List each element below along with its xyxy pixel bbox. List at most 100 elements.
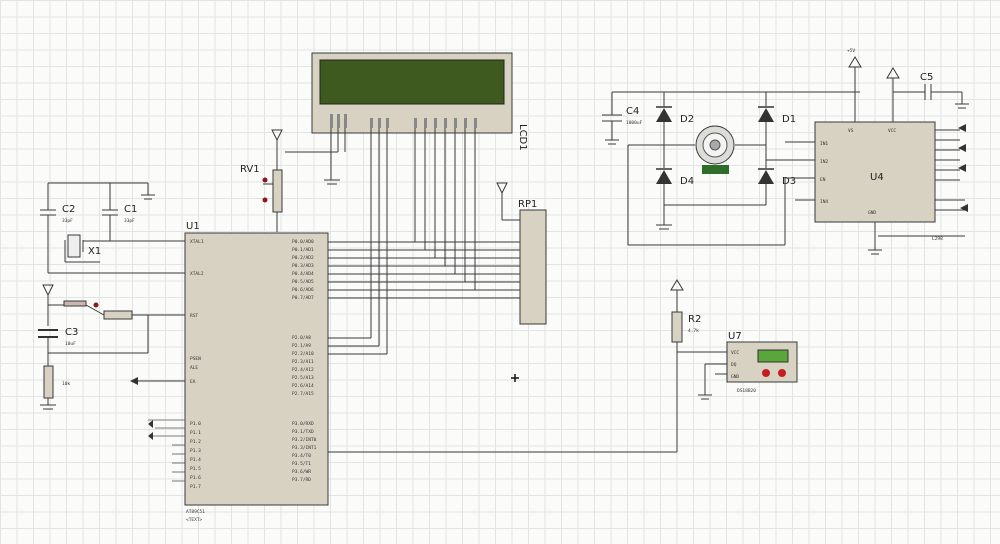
svg-text:P1.6: P1.6	[190, 475, 201, 481]
rv1-label: RV1	[240, 164, 260, 175]
svg-text:10uF: 10uF	[65, 341, 76, 347]
svg-text:P2.7/A15: P2.7/A15	[292, 391, 314, 397]
svg-text:EA: EA	[190, 379, 196, 385]
svg-text:P0.2/AD2: P0.2/AD2	[292, 255, 314, 261]
svg-text:XTAL2: XTAL2	[190, 271, 204, 277]
d1-diode	[758, 108, 774, 122]
power-terminal-icon	[271, 129, 283, 142]
svg-text:DS18B20: DS18B20	[737, 388, 756, 394]
u1-label: U1	[186, 221, 200, 232]
svg-text:VCC: VCC	[731, 350, 739, 356]
d2-label: D2	[680, 114, 694, 125]
svg-text:P0.0/AD0: P0.0/AD0	[292, 239, 314, 245]
power-terminal-icon	[42, 284, 54, 297]
rp1-body	[519, 209, 547, 325]
d4-label: D4	[680, 176, 694, 187]
svg-text:GND: GND	[868, 210, 876, 216]
u7-led-1	[762, 369, 770, 377]
r2-body	[671, 311, 683, 343]
svg-text:P3.3/INT1: P3.3/INT1	[292, 445, 317, 451]
r2-label: R2	[688, 314, 701, 325]
svg-text:P1.4: P1.4	[190, 457, 201, 463]
u4-chip[interactable]: U4 VS VCC IN1 IN2 EN IN4 GND L298	[814, 121, 943, 242]
lcd-pins	[330, 114, 477, 128]
svg-text:IN1: IN1	[820, 141, 828, 147]
svg-text:P0.6/AD6: P0.6/AD6	[292, 287, 314, 293]
svg-text:P1.2: P1.2	[190, 439, 201, 445]
u7-display	[757, 349, 789, 363]
svg-text:P0.3/AD3: P0.3/AD3	[292, 263, 314, 269]
svg-text:P2.3/A11: P2.3/A11	[292, 359, 314, 365]
svg-text:P1.0: P1.0	[190, 421, 201, 427]
u1-left-pins	[148, 419, 185, 482]
c4-label: C4	[626, 106, 639, 117]
svg-text:P3.1/TXD: P3.1/TXD	[292, 429, 314, 435]
u7-label: U7	[728, 331, 742, 342]
svg-text:33pF: 33pF	[62, 218, 73, 224]
svg-text:ALE: ALE	[190, 365, 198, 371]
svg-text:+5V: +5V	[847, 48, 855, 54]
u4-label: U4	[870, 172, 884, 183]
power-terminal-icon	[848, 56, 862, 68]
svg-text:P3.5/T1: P3.5/T1	[292, 461, 311, 467]
d3-diode	[758, 170, 774, 184]
svg-text:P3.0/RXD: P3.0/RXD	[292, 421, 314, 427]
bridge-rectifier[interactable]: C4 1000uF D2 D4 D1 D3	[602, 91, 860, 246]
svg-text:P3.6/WR: P3.6/WR	[292, 469, 311, 475]
rp1-label: RP1	[518, 199, 537, 210]
svg-text:P3.7/RD: P3.7/RD	[292, 477, 311, 483]
svg-text:P3.2/INT0: P3.2/INT0	[292, 437, 317, 443]
x1-label: X1	[88, 246, 101, 257]
port3-signal	[328, 342, 678, 453]
u4-power: +5V C5	[847, 48, 969, 255]
reset-circuit[interactable]: C3 10uF 10k	[38, 284, 185, 410]
svg-text:EN: EN	[820, 177, 826, 183]
c5-label: C5	[920, 72, 933, 83]
u4-body	[814, 121, 936, 223]
rv1-potentiometer[interactable]: RV1	[240, 129, 283, 232]
power-terminal-icon	[496, 182, 508, 195]
svg-text:DQ: DQ	[731, 362, 737, 368]
svg-text:1000uF: 1000uF	[626, 120, 643, 126]
r2-resistor[interactable]: R2 4.7k	[670, 279, 701, 343]
port2-control	[328, 337, 387, 355]
svg-text:VS: VS	[848, 128, 854, 134]
d2-diode	[656, 108, 672, 122]
c2-label: C2	[62, 204, 75, 215]
svg-text:10k: 10k	[62, 381, 70, 387]
crystal-oscillator[interactable]: C2 C1 33pF 33pF X1	[40, 182, 185, 274]
svg-text:P2.2/A10: P2.2/A10	[292, 351, 314, 357]
d1-label: D1	[782, 114, 796, 125]
svg-text:P1.1: P1.1	[190, 430, 201, 436]
pulldown-resistor	[43, 365, 54, 399]
x1-crystal	[67, 234, 81, 258]
svg-text:P1.7: P1.7	[190, 484, 201, 490]
svg-text:4.7k: 4.7k	[688, 328, 699, 334]
u1-microcontroller[interactable]: U1 XTAL1 XTAL2 RST PSEN ALE EA P1.0 P1.1…	[184, 221, 329, 523]
lcd-module[interactable]: LCD1	[311, 52, 528, 151]
svg-text:GND: GND	[731, 374, 739, 380]
ea-arrow	[130, 377, 185, 385]
svg-text:P2.5/A13: P2.5/A13	[292, 375, 314, 381]
c1-label: C1	[124, 204, 137, 215]
svg-text:P0.4/AD4: P0.4/AD4	[292, 271, 314, 277]
svg-text:P2.4/A12: P2.4/A12	[292, 367, 314, 373]
motor[interactable]	[695, 125, 735, 174]
svg-text:P1.5: P1.5	[190, 466, 201, 472]
u7-led-2	[778, 369, 786, 377]
u7-module[interactable]: VCC DQ GND U7 DS18B20	[677, 331, 798, 400]
svg-text:P2.0/A8: P2.0/A8	[292, 335, 311, 341]
rv1-body	[272, 169, 283, 213]
rp1-resistor-pack[interactable]: RP1	[496, 182, 547, 325]
reset-button[interactable]	[63, 300, 87, 307]
svg-text:AT89C51: AT89C51	[186, 509, 205, 515]
svg-text:VCC: VCC	[888, 128, 896, 134]
u1-body	[184, 232, 329, 506]
svg-text:P2.1/A9: P2.1/A9	[292, 343, 311, 349]
motor-indicator	[702, 165, 729, 174]
svg-text:PSEN: PSEN	[190, 356, 201, 362]
power-terminal-icon	[670, 279, 684, 291]
svg-text:P0.7/AD7: P0.7/AD7	[292, 295, 314, 301]
